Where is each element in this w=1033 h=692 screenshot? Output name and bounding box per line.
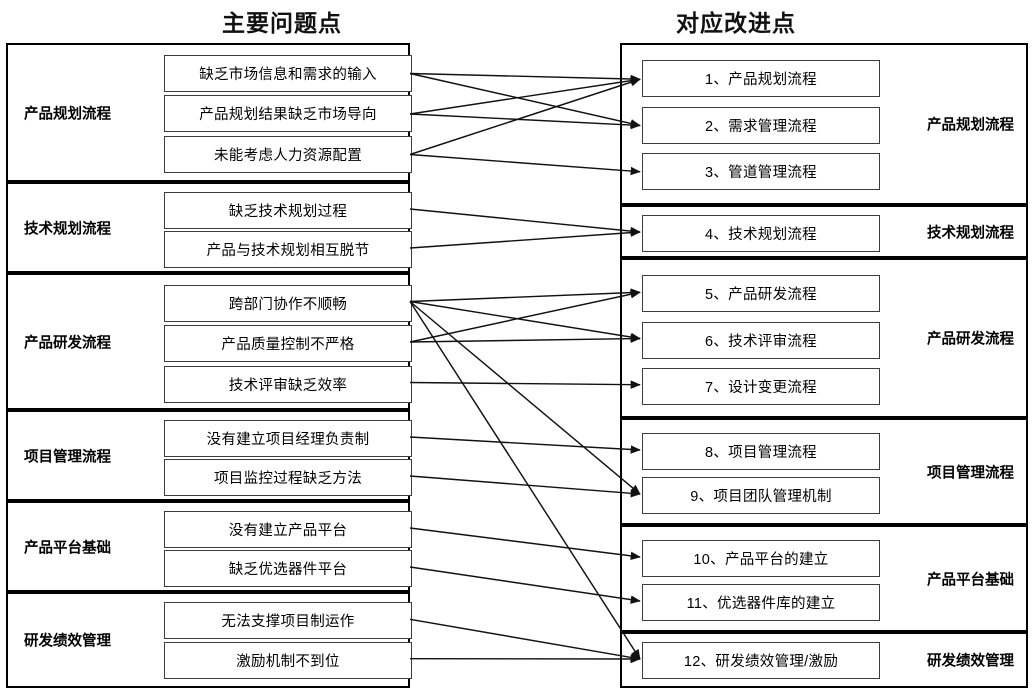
problem-item-box[interactable]: 缺乏技术规划过程 [164, 192, 412, 229]
category-band: 产品研发流程 跨部门协作不顺畅产品质量控制不严格技术评审缺乏效率 [8, 273, 412, 410]
category-label: 产品研发流程 [927, 331, 1014, 348]
connector-arrow [409, 288, 641, 303]
connector-arrow [409, 380, 641, 389]
connector-arrow [409, 300, 641, 342]
right-column-title: 对应改进点 [676, 10, 796, 36]
left-column-title: 主要问题点 [222, 10, 342, 36]
category-label: 研发绩效管理 [927, 653, 1014, 669]
improvements-panel: 产品规划流程 1、产品规划流程 2、需求管理流程 3、管道管理流程技术规划流程 4、技术… [620, 43, 1028, 688]
category-band: 产品平台基础 没有建立产品平台缺乏优选器件平台 [8, 501, 412, 592]
category-band: 产品研发流程 5、产品研发流程 6、技术评审流程 7、设计变更流程 [622, 258, 1026, 418]
connector-arrow [409, 300, 641, 495]
improvement-item-box[interactable]: 2、需求管理流程 [642, 106, 880, 144]
improvement-item-box[interactable]: 11、优选器件库的建立 [642, 584, 880, 621]
problem-item-box[interactable]: 产品质量控制不严格 [164, 325, 412, 362]
problem-item-box[interactable]: 无法支撑项目制运作 [164, 602, 412, 640]
connector-arrow [409, 76, 641, 115]
category-label: 产品平台基础 [24, 540, 111, 556]
category-band: 研发绩效管理 12、研发绩效管理/激励 [622, 632, 1026, 685]
category-band: 项目管理流程 8、项目管理流程 9、项目团队管理机制 [622, 418, 1026, 525]
improvement-item-box[interactable]: 12、研发绩效管理/激励 [642, 642, 880, 679]
problem-item-box[interactable]: 没有建立产品平台 [164, 511, 412, 548]
category-label: 项目管理流程 [927, 465, 1014, 481]
connector-arrow [409, 301, 641, 660]
problem-item-box[interactable]: 未能考虑人力资源配置 [164, 135, 412, 173]
problem-item-box[interactable]: 技术评审缺乏效率 [164, 365, 412, 403]
problem-item-box[interactable]: 没有建立项目经理负责制 [164, 420, 412, 457]
connector-arrow [409, 113, 641, 130]
connector-arrow [409, 527, 641, 561]
connector-arrow [409, 290, 641, 343]
connector-arrow [409, 78, 641, 156]
category-band: 产品平台基础 10、产品平台的建立 11、优选器件库的建立 [622, 525, 1026, 632]
category-band: 技术规划流程 缺乏技术规划过程产品与技术规划相互脱节 [8, 182, 412, 273]
category-band: 项目管理流程 没有建立项目经理负责制项目监控过程缺乏方法 [8, 410, 412, 501]
category-band: 技术规划流程 4、技术规划流程 [622, 205, 1026, 258]
improvement-item-box[interactable]: 5、产品研发流程 [642, 275, 880, 313]
improvement-item-box[interactable]: 7、设计变更流程 [642, 367, 880, 405]
category-label: 产品研发流程 [24, 335, 111, 351]
connector-arrow [409, 153, 641, 176]
problem-item-box[interactable]: 产品与技术规划相互脱节 [164, 231, 412, 268]
category-label: 研发绩效管理 [24, 633, 111, 649]
problem-item-box[interactable]: 激励机制不到位 [164, 641, 412, 679]
improvement-item-box[interactable]: 3、管道管理流程 [642, 152, 880, 190]
connector-arrow [409, 208, 641, 236]
category-label: 产品规划流程 [24, 106, 111, 122]
category-label: 产品规划流程 [927, 117, 1014, 134]
connector-arrow [409, 72, 641, 84]
improvement-item-box[interactable]: 10、产品平台的建立 [642, 540, 880, 577]
improvement-item-box[interactable]: 6、技术评审流程 [642, 321, 880, 359]
problems-panel: 产品规划流程 缺乏市场信息和需求的输入产品规划结果缺乏市场导向未能考虑人力资源配置… [6, 43, 412, 688]
improvement-item-box[interactable]: 1、产品规划流程 [642, 60, 880, 98]
problem-item-box[interactable]: 缺乏市场信息和需求的输入 [164, 54, 412, 92]
connector-arrow [409, 228, 641, 249]
connector-arrow [409, 334, 641, 343]
category-band: 产品规划流程 1、产品规划流程 2、需求管理流程 3、管道管理流程 [622, 45, 1026, 205]
category-label: 技术规划流程 [927, 225, 1014, 241]
improvement-item-box[interactable]: 8、项目管理流程 [642, 433, 880, 470]
category-label: 产品平台基础 [927, 572, 1014, 588]
category-label: 技术规划流程 [24, 221, 111, 237]
improvement-item-box[interactable]: 4、技术规划流程 [642, 215, 880, 252]
problem-item-box[interactable]: 产品规划结果缺乏市场导向 [164, 95, 412, 132]
problem-item-box[interactable]: 项目监控过程缺乏方法 [164, 459, 412, 496]
connector-arrow [409, 566, 641, 604]
category-band: 产品规划流程 缺乏市场信息和需求的输入产品规划结果缺乏市场导向未能考虑人力资源配置 [8, 45, 412, 182]
problem-item-box[interactable]: 缺乏优选器件平台 [164, 550, 412, 587]
connector-arrow [409, 475, 641, 498]
connector-arrow [409, 618, 641, 662]
problem-item-box[interactable]: 跨部门协作不顺畅 [164, 284, 412, 322]
category-label: 项目管理流程 [24, 449, 111, 465]
category-band: 研发绩效管理 无法支撑项目制运作激励机制不到位 [8, 592, 412, 685]
improvement-item-box[interactable]: 9、项目团队管理机制 [642, 477, 880, 514]
connector-arrow [409, 72, 641, 128]
connector-arrow [409, 436, 641, 454]
